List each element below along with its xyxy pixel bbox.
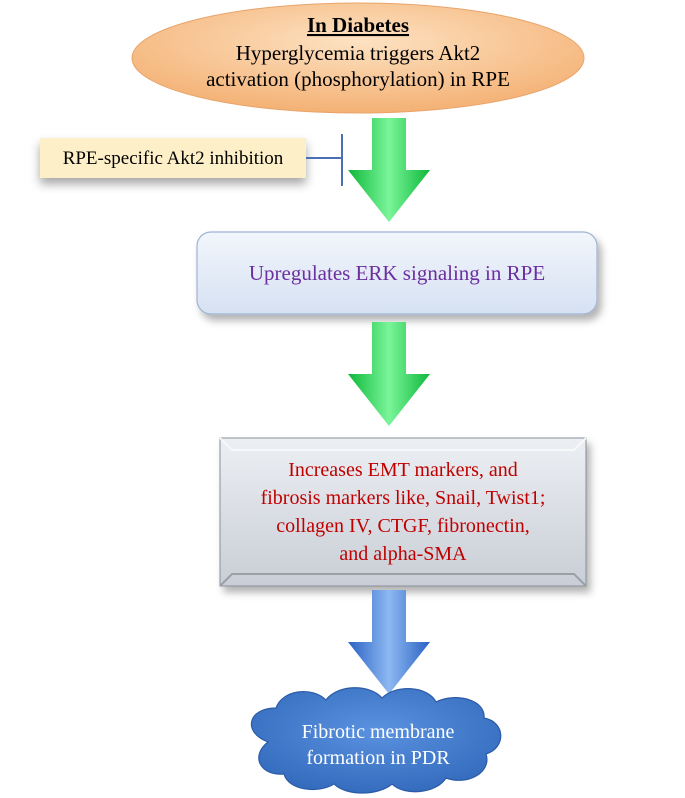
outcome-line1: Fibrotic membrane bbox=[302, 721, 455, 743]
top-node: In Diabetes Hyperglycemia triggers Akt2 … bbox=[131, 2, 585, 114]
markers-bevel-bottom bbox=[219, 573, 587, 587]
top-node-line1: Hyperglycemia triggers Akt2 bbox=[236, 41, 481, 65]
green-arrow-1 bbox=[348, 118, 430, 222]
outcome-node: Fibrotic membrane formation in PDR bbox=[250, 687, 502, 794]
green-arrow-2 bbox=[348, 322, 430, 426]
inhibitor-box bbox=[40, 138, 306, 178]
markers-bevel-top bbox=[219, 437, 587, 451]
inhibitor-node: RPE-specific Akt2 inhibition bbox=[40, 138, 306, 178]
outcome-cloud bbox=[250, 687, 502, 794]
markers-line1: Increases EMT markers, and bbox=[288, 459, 518, 481]
markers-box bbox=[219, 437, 587, 587]
middle-node: Upregulates ERK signaling in RPE bbox=[196, 231, 598, 315]
markers-line3: collagen IV, CTGF, fibronectin, bbox=[276, 515, 530, 537]
markers-line4: and alpha-SMA bbox=[339, 543, 467, 565]
markers-line2: fibrosis markers like, Snail, Twist1; bbox=[261, 487, 546, 509]
middle-label: Upregulates ERK signaling in RPE bbox=[249, 261, 545, 285]
top-node-line2: activation (phosphorylation) in RPE bbox=[206, 67, 510, 91]
outcome-line2: formation in PDR bbox=[306, 747, 450, 769]
middle-box bbox=[196, 231, 598, 315]
top-node-heading: In Diabetes bbox=[307, 13, 409, 37]
markers-node: Increases EMT markers, and fibrosis mark… bbox=[219, 437, 587, 587]
inhibitor-label: RPE-specific Akt2 inhibition bbox=[63, 148, 284, 169]
top-node-ellipse bbox=[131, 2, 585, 114]
blue-arrow bbox=[348, 590, 430, 694]
